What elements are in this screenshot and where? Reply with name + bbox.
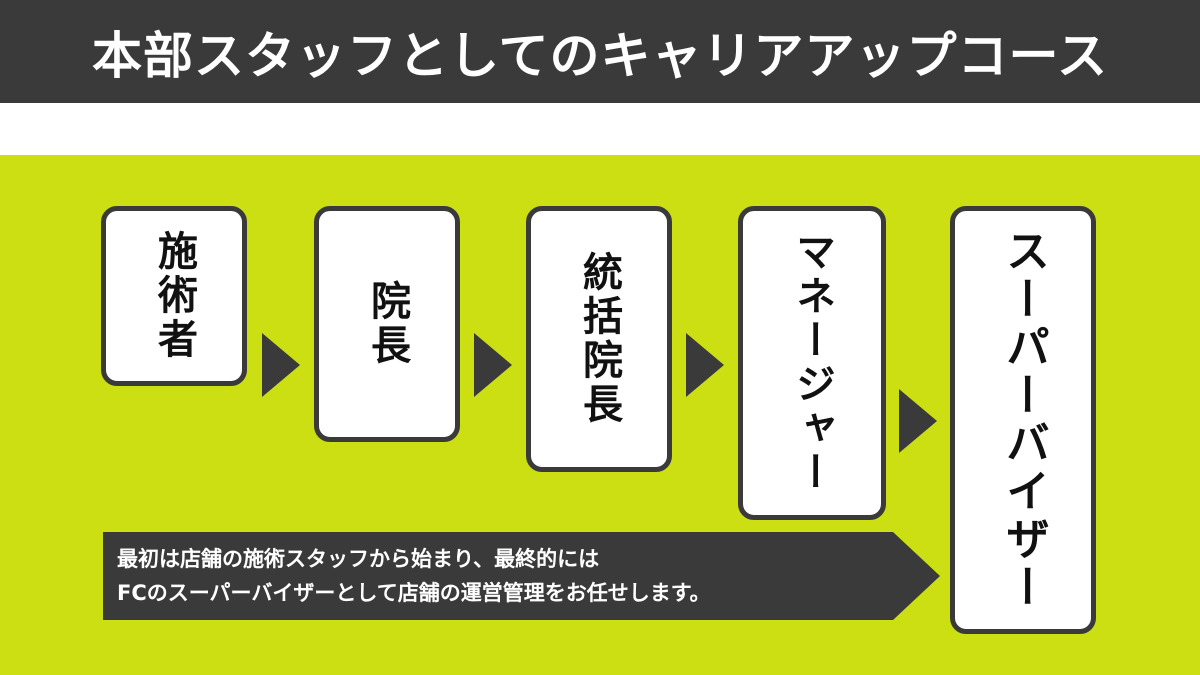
step-card-practitioner: 施術者 [101,206,247,386]
step-label-practitioner: 施術者 [151,230,197,362]
page-title: 本部スタッフとしてのキャリアアップコース [92,26,1108,85]
description-line-1: 最初は店舗の施術スタッフから始まり、最終的には [117,547,600,571]
step-label-general-director: 統括院長 [576,251,622,427]
description-banner: 最初は店舗の施術スタッフから始まり、最終的には FCのスーパーバイザーとして店舗… [103,532,940,620]
description-text: 最初は店舗の施術スタッフから始まり、最終的には FCのスーパーバイザーとして店舗… [117,542,711,610]
arrow-icon [899,389,937,453]
step-label-supervisor: スーパーバイザー [998,228,1049,612]
arrow-icon [262,333,300,397]
title-bar: 本部スタッフとしてのキャリアアップコース [0,0,1200,103]
arrow-icon [474,333,512,397]
step-label-manager: マネージャー [789,231,835,495]
arrow-icon [686,333,724,397]
step-card-manager: マネージャー [738,206,886,520]
description-line-2: FCのスーパーバイザーとして店舗の運営管理をお任せします。 [117,581,711,605]
step-card-director: 院長 [314,206,460,442]
step-card-general-director: 統括院長 [526,206,672,472]
step-label-director: 院長 [364,280,410,368]
banner-arrow-shape [103,532,940,620]
step-card-supervisor: スーパーバイザー [950,206,1096,634]
